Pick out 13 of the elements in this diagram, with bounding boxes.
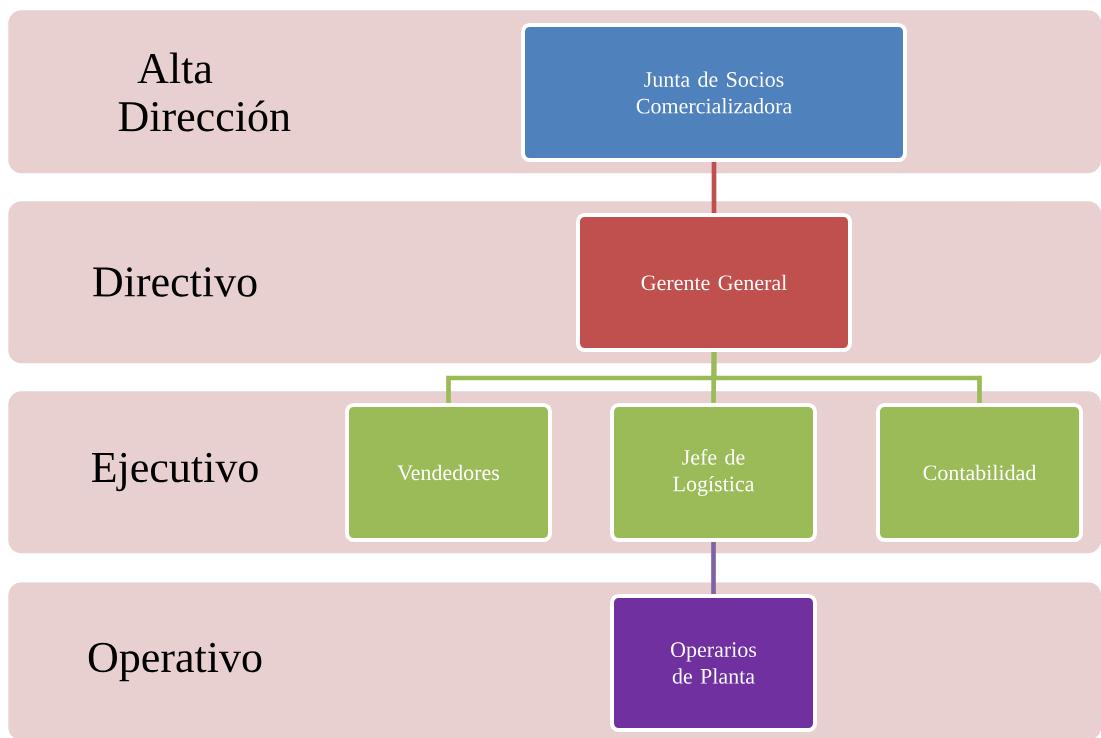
box: Jefe de Logística (610, 403, 817, 542)
box: Operarios de Planta (610, 594, 817, 732)
level-label: Operativo (88, 642, 262, 682)
level-label: Ejecutivo (92, 452, 258, 492)
level-label: Directivo (93, 267, 257, 297)
box: Junta de Socios Comercializadora (521, 23, 907, 162)
connector-line (711, 542, 716, 594)
connector-line (711, 352, 982, 403)
box: Contabilidad (876, 403, 1083, 542)
box: Vendedores (345, 403, 552, 542)
box: Gerente General (576, 213, 852, 352)
level-label: Alta Dirección (118, 52, 291, 132)
connector-line (711, 162, 717, 213)
